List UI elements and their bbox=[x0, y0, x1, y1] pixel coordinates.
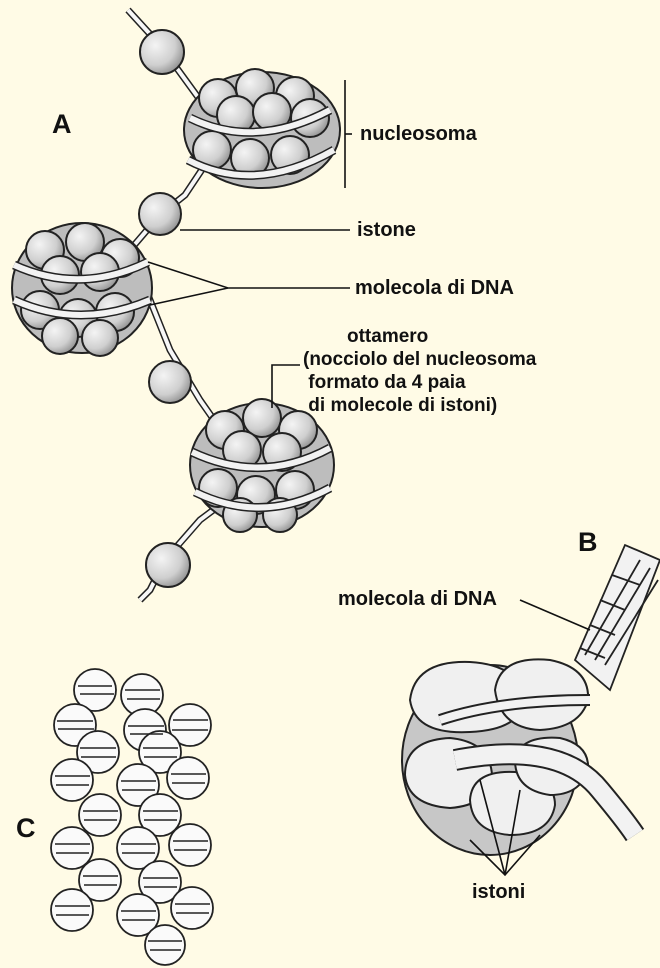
label-ottamero-1: ottamero bbox=[347, 325, 428, 348]
nucleosome-2 bbox=[12, 223, 152, 356]
chromatin-fiber-c bbox=[51, 669, 213, 965]
panel-label-c: C bbox=[16, 816, 36, 840]
dna-double-helix-b bbox=[575, 545, 660, 690]
label-ottamero-2: (nocciolo del nucleosoma bbox=[303, 348, 536, 371]
label-ottamero-4: di molecole di istoni) bbox=[303, 394, 497, 417]
label-nucleosoma: nucleosoma bbox=[360, 122, 477, 146]
panel-label-b: B bbox=[578, 530, 598, 554]
nucleosome-1 bbox=[184, 69, 340, 188]
label-istone: istone bbox=[357, 218, 416, 242]
nucleosome-b bbox=[402, 659, 635, 855]
label-istoni: istoni bbox=[472, 880, 525, 904]
label-dna-b: molecola di DNA bbox=[338, 587, 497, 611]
panel-label-a: A bbox=[52, 112, 72, 136]
label-dna-a: molecola di DNA bbox=[355, 276, 514, 300]
label-ottamero-3: formato da 4 paia bbox=[303, 371, 466, 394]
